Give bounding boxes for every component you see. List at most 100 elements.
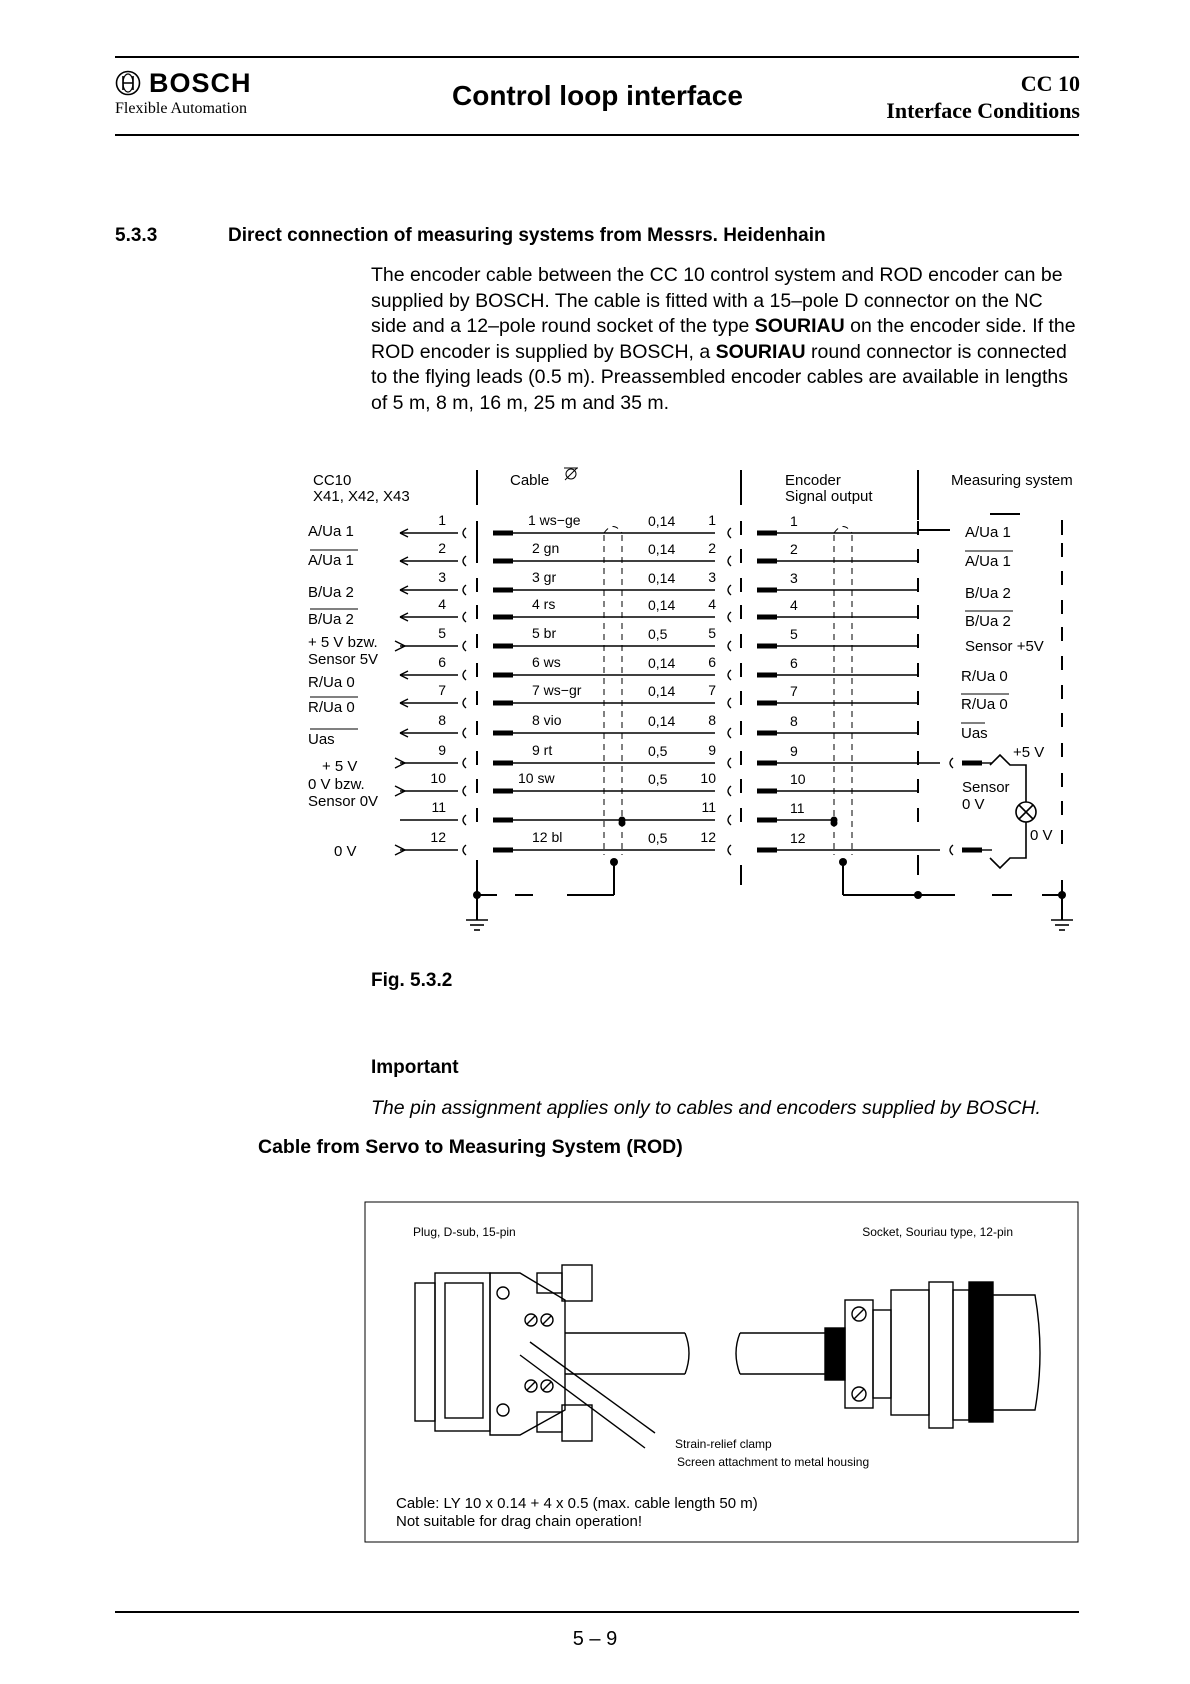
pin-contact-icon [493, 530, 513, 536]
wire-color-label: 1 ws−ge [528, 512, 581, 528]
doc-code: CC 10 [1020, 71, 1080, 96]
contact-fork-icon [462, 640, 467, 652]
header-bottom-rule [115, 134, 1079, 136]
left-signal-label: Sensor 0V [308, 793, 378, 810]
cable-drawing-frame [364, 1201, 1079, 1543]
brand-name: BOSCH [149, 68, 252, 98]
pin-number-mid: 10 [700, 770, 716, 786]
pin-number-mid: 2 [708, 540, 716, 556]
pin-number-mid: 9 [708, 742, 716, 758]
wire-section-label: 0,14 [648, 683, 675, 699]
wire-color-label: 6 ws [532, 654, 561, 670]
right-signal-label: A/Ua 1 [965, 553, 1011, 570]
arrow-in-icon [399, 528, 409, 538]
wire-color-label: 7 ws−gr [532, 682, 582, 698]
pin-number-right: 10 [790, 771, 806, 787]
pin-number-left: 10 [430, 770, 446, 786]
contact-fork-icon [727, 814, 732, 826]
pin-contact-icon [493, 672, 513, 678]
pin-number-mid: 12 [700, 829, 716, 845]
pin-number-mid: 3 [708, 569, 716, 585]
pin-contact-icon [757, 847, 777, 853]
left-signal-label: + 5 V [322, 758, 357, 775]
right-signal-label: Sensor +5V [965, 638, 1044, 655]
encoder-title: Encoder [785, 472, 841, 489]
junction-dots [473, 819, 1066, 899]
contact-fork-icon [462, 555, 467, 567]
wire-section-label: 0,5 [648, 743, 668, 759]
pin-contact-icon [493, 817, 513, 823]
pin-contact-icon [757, 760, 777, 766]
doc-id: CC 10 Interface Conditions [886, 70, 1080, 124]
figure-caption: Fig. 5.3.2 [371, 970, 453, 991]
contact-fork-icon [462, 697, 467, 709]
pin-contact-icon [757, 788, 777, 794]
right-signal-label: R/Ua 0 [961, 668, 1008, 685]
wire-section-label: 0,5 [648, 830, 668, 846]
arrow-in-icon [399, 585, 409, 595]
left-signal-label: B/Ua 2 [308, 611, 354, 628]
bosch-armature-icon [115, 70, 141, 96]
arrow-in-icon [399, 612, 409, 622]
cable-spec-line-1: Cable: LY 10 x 0.14 + 4 x 0.5 (max. cabl… [396, 1495, 758, 1512]
left-signal-label: R/Ua 0 [308, 699, 355, 716]
wire-color-label: 5 br [532, 625, 556, 641]
intro-souriau-2: SOURIAU [715, 340, 806, 363]
brand-subtitle: Flexible Automation [115, 100, 247, 117]
left-signal-label: 0 V bzw. [308, 776, 365, 793]
contact-fork-icon [949, 757, 954, 769]
contact-fork-icon [727, 757, 732, 769]
ground-symbol-left-icon [466, 919, 488, 931]
contact-fork-icon [949, 844, 954, 856]
wire-section-label: 0,5 [648, 626, 668, 642]
pin-contact-icon [757, 530, 777, 536]
encoder-subtitle: Signal output [785, 488, 873, 505]
intro-text-3: round connector is connected to the flyi… [371, 340, 1068, 414]
right-signal-label: R/Ua 0 [961, 696, 1008, 713]
pin-contact-icon [493, 587, 513, 593]
pin-contact-icon [493, 700, 513, 706]
contact-fork-icon [462, 527, 467, 539]
arrow-in-icon [399, 670, 409, 680]
left-signal-label: R/Ua 0 [308, 674, 355, 691]
pin-number-right: 4 [790, 597, 798, 613]
left-signal-label: + 5 V bzw. [308, 634, 378, 651]
pin-number-left: 9 [438, 742, 446, 758]
pin-contact-icon [962, 847, 982, 853]
right-signal-label: Uas [961, 725, 988, 742]
bosch-logo: BOSCH Flexible Automation [115, 70, 265, 118]
pin-contact-icon [493, 760, 513, 766]
intro-text-1: The encoder cable between the CC 10 cont… [371, 264, 1063, 337]
vertical-separators [476, 470, 1063, 535]
pin-number-right: 12 [790, 830, 806, 846]
left-signal-label: A/Ua 1 [308, 523, 354, 540]
pin-number-left: 11 [431, 799, 446, 815]
pin-contact-icon [962, 760, 982, 766]
wire-color-label: 4 rs [532, 596, 555, 612]
right-signal-label: 0 V [962, 796, 985, 813]
pin-number-left: 3 [438, 569, 446, 585]
cc10-ports: X41, X42, X43 [313, 488, 410, 505]
wire-section-label: 0,14 [648, 513, 675, 529]
contact-fork-icon [727, 611, 732, 623]
pin-contact-icon [493, 614, 513, 620]
pin-number-left: 6 [438, 654, 446, 670]
left-signal-label: A/Ua 1 [308, 552, 354, 569]
contact-fork-icon [462, 669, 467, 681]
pin-number-right: 8 [790, 713, 798, 729]
pin-number-left: 2 [438, 540, 446, 556]
left-signal-label: 0 V [334, 843, 357, 860]
contact-fork-icon [462, 611, 467, 623]
right-signal-label: 0 V [1030, 827, 1053, 844]
pin-number-right: 3 [790, 570, 798, 586]
contact-fork-icon [727, 584, 732, 596]
contact-fork-icon [727, 697, 732, 709]
important-text: The pin assignment applies only to cable… [371, 1097, 1041, 1119]
pin-contact-icon [757, 614, 777, 620]
contact-fork-icon [727, 844, 732, 856]
intro-text-2: on the encoder side. If the ROD encoder … [371, 315, 1076, 363]
left-signal-label: B/Ua 2 [308, 584, 354, 601]
pin-number-mid: 11 [701, 799, 716, 815]
pin-contact-icon [757, 672, 777, 678]
right-signal-label: Sensor [962, 779, 1010, 796]
